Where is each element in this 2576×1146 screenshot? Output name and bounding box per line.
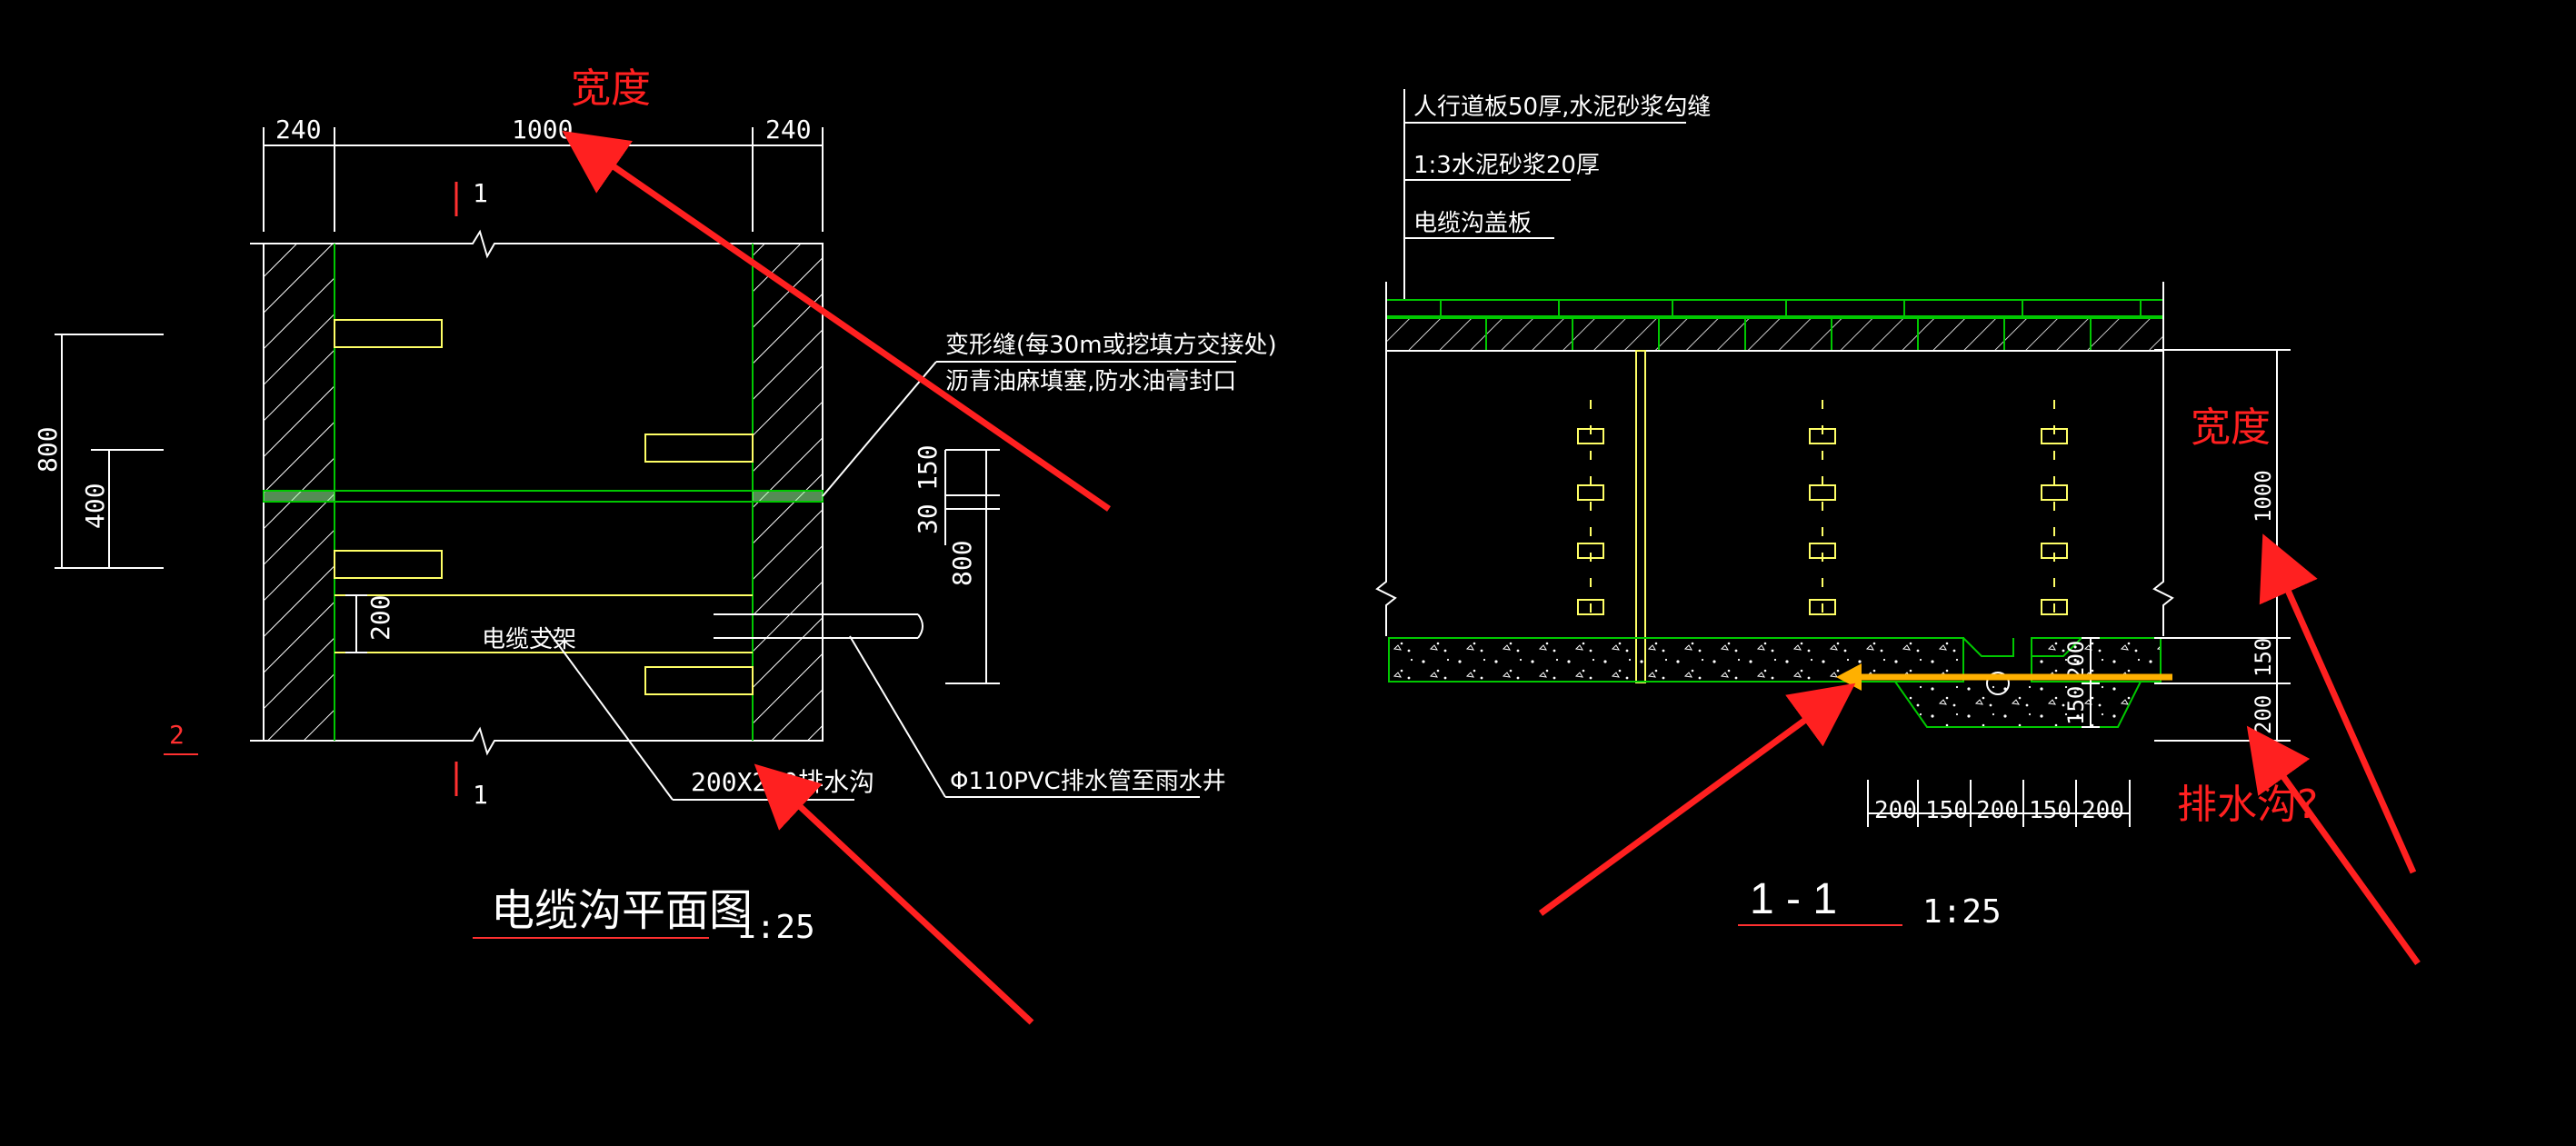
drain-trench-section [1962,637,2082,657]
plan-dim-240-right: 240 [765,115,812,144]
section-bracket [2041,599,2068,615]
plan-right-dim-800: 800 [947,540,977,586]
plan-inner-dim [345,594,367,653]
section-annotation-drain: 排水沟? [2177,782,2318,828]
section-title: 1 - 1 [1750,875,1837,923]
section-bottom-dim-3: 200 [1976,797,2019,824]
break-line-top [250,229,823,259]
section-middle-support [1635,350,1646,683]
drain-pipe-circle [1986,672,2010,695]
paving-slab [1385,299,2164,317]
section-bracket [2041,484,2068,501]
paving-joints [1440,300,2142,316]
section-bracket [1809,428,1836,444]
section-bottom-dimension [1867,780,2131,827]
expansion-joint-note-1: 变形缝(每30m或挖填方交接处) [945,332,1277,359]
drain-trench-bottom [1894,681,2142,728]
cable-brackets-plan [334,319,754,695]
cover-slab-joints [1485,318,2092,351]
plan-right-dimension [944,449,1000,684]
plan-right-dim-30: 30 [913,503,943,534]
break-line-bottom [250,726,823,756]
section-bottom-dim-5: 200 [2082,797,2124,824]
section-bracket [1809,599,1836,615]
section-left-wall [1375,282,1397,636]
section-bracket-columns [1577,400,2068,627]
plan-title: 电缆沟平面图 [491,887,753,935]
cover-slab [1385,317,2164,352]
plan-mark-2: 2 [169,720,185,750]
section-right-dim-200: 200 [2251,695,2276,734]
plan-inner-dim-200: 200 [365,594,395,641]
section-bracket [1577,428,1604,444]
section-bracket [1577,543,1604,559]
plan-top-dimension [263,127,824,232]
section-note-2: 1:3水泥砂浆20厚 [1413,152,1600,179]
section-arrow-drain-left [1538,683,1856,916]
plan-left-dimension [55,334,164,569]
section-bracket [1577,599,1604,615]
section-scale: 1:25 [1922,893,2002,931]
plan-left-dim-400: 400 [80,483,110,529]
section-inner-dim-200: 200 [2063,641,2089,680]
drain-channel-plan [334,594,753,653]
plan-dim-240-left: 240 [275,115,322,144]
section-mark-bottom: 1 [473,780,488,810]
section-bracket [2041,543,2068,559]
section-bracket [1577,484,1604,501]
section-arrow-width [2259,533,2417,874]
pvc-label: Φ110PVC排水管至雨水井 [950,768,1226,795]
section-note-1: 人行道板50厚,水泥砂浆勾缝 [1413,94,1711,121]
section-bracket [1809,543,1836,559]
section-view: 人行道板50厚,水泥砂浆勾缝 1:3水泥砂浆20厚 电缆沟盖板 [1375,89,2421,966]
bracket-1 [334,319,443,348]
bracket-4 [644,666,754,695]
section-notes-leaders [1403,89,1686,300]
section-mark-top: 1 [473,178,488,208]
plan-view: 240 1000 240 1 [33,65,1277,1025]
section-note-3: 电缆沟盖板 [1413,210,1532,237]
section-annotation-width: 宽度 [2191,404,2271,451]
plan-annotation-width: 宽度 [571,65,651,112]
section-bottom-dim-1: 200 [1874,797,1917,824]
section-arrow-drain-right [2246,725,2421,966]
bracket-2 [644,433,754,463]
plan-scale: 1:25 [736,909,815,946]
expansion-joint [263,490,824,503]
plan-arrow-drain [754,763,1034,1025]
plan-dim-1000: 1000 [512,115,573,144]
section-bracket [1809,484,1836,501]
section-bracket [2041,428,2068,444]
pvc-pipe [714,613,924,639]
bracket-3 [334,550,443,579]
section-right-dim-150: 150 [2251,638,2276,677]
plan-right-dim-150: 150 [913,444,943,491]
section-bottom-dim-4: 150 [2029,797,2072,824]
pvc-label-leader [849,635,1200,798]
plan-arrow-width [562,131,1111,512]
plan-left-dim-800: 800 [33,426,63,473]
section-inner-dims [2082,637,2100,728]
expansion-joint-note-2: 沥青油麻填塞,防水油膏封口 [945,368,1236,395]
section-bottom-dim-2: 150 [1925,797,1968,824]
bracket-label-leader [544,626,674,801]
section-inner-dim-150: 150 [2063,686,2089,725]
section-right-dim-1000: 1000 [2251,470,2276,523]
expansion-joint-leader [822,361,1236,497]
section-right-wall [2152,282,2174,636]
